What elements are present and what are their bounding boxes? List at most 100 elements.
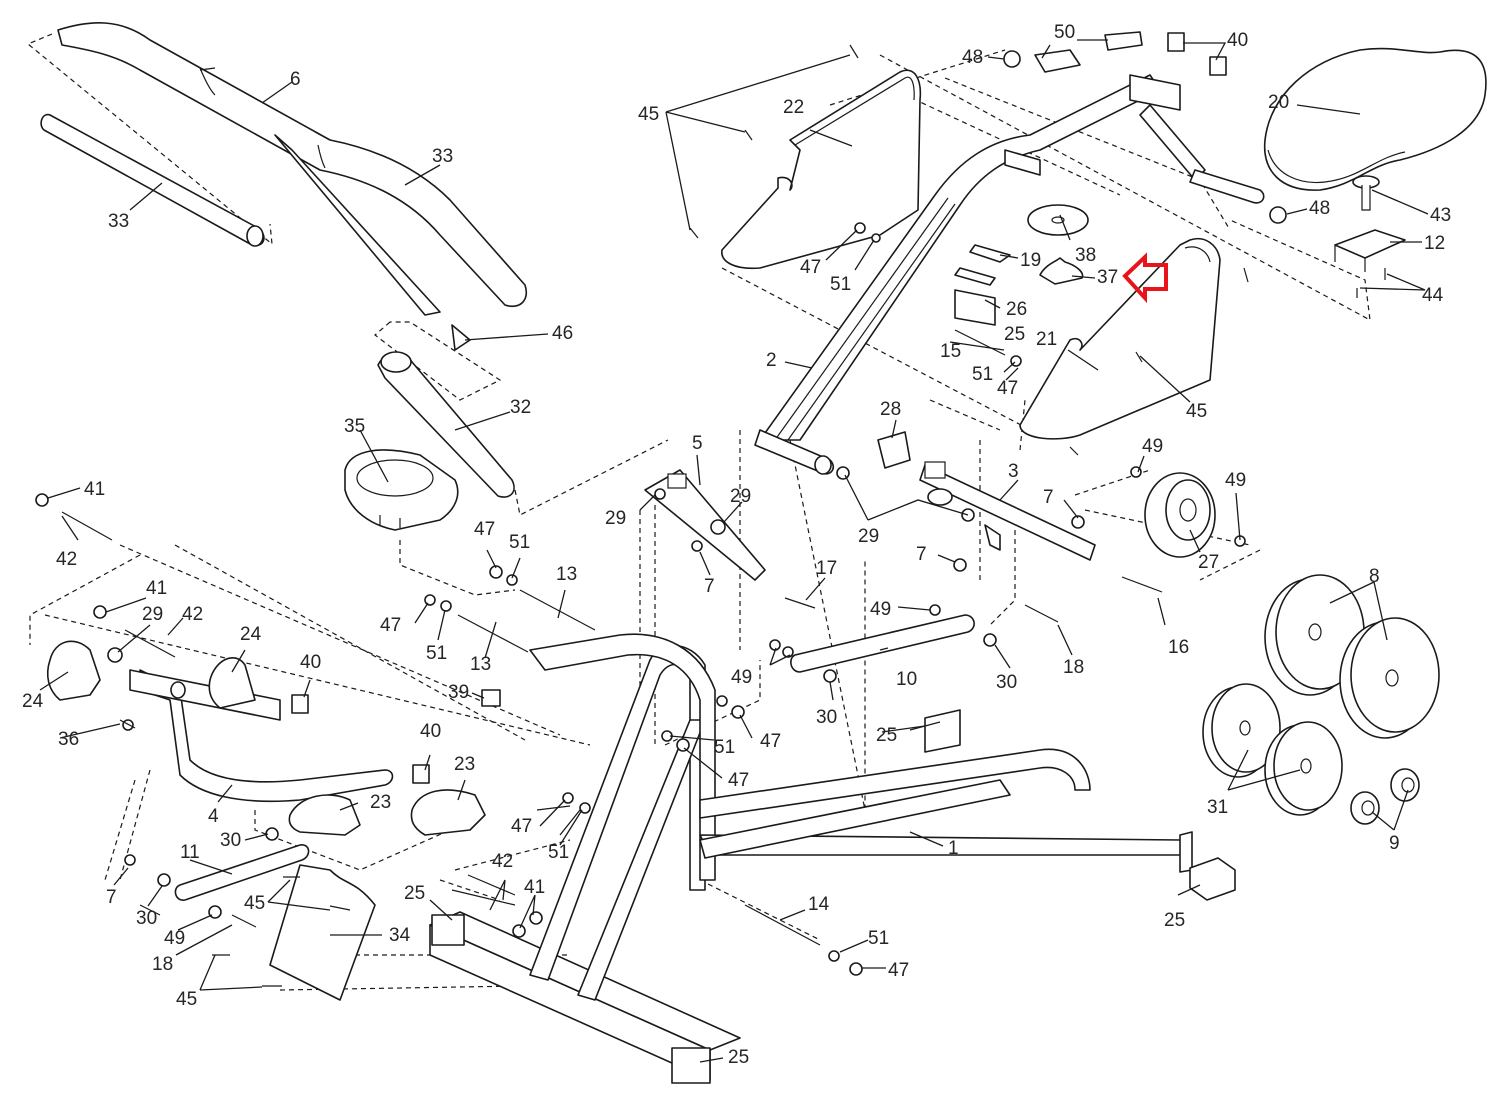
part-46-clip bbox=[451, 324, 471, 351]
part-34-plate bbox=[269, 864, 376, 1001]
part-label: 47 bbox=[760, 731, 781, 752]
part-label: 18 bbox=[1063, 657, 1084, 678]
part-label: 49 bbox=[1225, 470, 1246, 491]
part-10-link bbox=[790, 614, 975, 673]
part-label: 51 bbox=[868, 928, 889, 949]
part-label: 30 bbox=[220, 830, 241, 851]
part-label: 29 bbox=[730, 486, 751, 507]
part-handlebar bbox=[40, 22, 527, 316]
part-label: 8 bbox=[1369, 566, 1380, 587]
part-label: 42 bbox=[182, 604, 203, 625]
part-label: 21 bbox=[1036, 329, 1057, 350]
highlight-arrow-icon bbox=[1122, 252, 1168, 304]
part-label: 30 bbox=[816, 707, 837, 728]
part-21-shroud bbox=[1019, 238, 1221, 440]
part-23-pedals bbox=[288, 789, 486, 836]
part-labels: 6 33 33 46 32 35 45 22 47 51 50 48 40 20… bbox=[22, 22, 1451, 1068]
part-label: 23 bbox=[370, 792, 391, 813]
part-label: 33 bbox=[432, 146, 453, 167]
part-label: 46 bbox=[552, 323, 573, 344]
part-1-base-frame bbox=[429, 633, 1193, 1084]
part-label: 47 bbox=[474, 519, 495, 540]
part-label: 33 bbox=[108, 211, 129, 232]
part-label: 51 bbox=[830, 274, 851, 295]
part-label: 45 bbox=[176, 989, 197, 1010]
part-label: 51 bbox=[509, 532, 530, 553]
part-39-cap bbox=[481, 689, 501, 707]
part-label: 32 bbox=[510, 397, 531, 418]
part-label: 35 bbox=[344, 416, 365, 437]
part-label: 40 bbox=[420, 721, 441, 742]
part-label: 28 bbox=[880, 399, 901, 420]
part-27-flywheel bbox=[1144, 472, 1216, 558]
part-40-caps bbox=[291, 32, 1227, 784]
part-label: 9 bbox=[1389, 833, 1400, 854]
part-label: 49 bbox=[870, 599, 891, 620]
part-5-link bbox=[644, 469, 766, 581]
part-label: 40 bbox=[1227, 30, 1248, 51]
part-label: 38 bbox=[1075, 245, 1096, 266]
part-label: 47 bbox=[511, 816, 532, 837]
part-label: 29 bbox=[858, 526, 879, 547]
part-label: 2 bbox=[766, 350, 777, 371]
part-label: 44 bbox=[1422, 285, 1444, 306]
part-label: 15 bbox=[940, 341, 961, 362]
part-20-seat bbox=[1263, 47, 1487, 191]
part-50-pads bbox=[1034, 31, 1143, 73]
part-label: 26 bbox=[1006, 299, 1027, 320]
part-label: 47 bbox=[800, 257, 821, 278]
part-label: 45 bbox=[244, 893, 265, 914]
part-label: 49 bbox=[1142, 436, 1163, 457]
part-label: 43 bbox=[1430, 205, 1451, 226]
part-label: 22 bbox=[783, 97, 804, 118]
part-label: 42 bbox=[492, 851, 513, 872]
part-label: 41 bbox=[84, 479, 105, 500]
part-label: 25 bbox=[1004, 324, 1025, 345]
part-label: 47 bbox=[380, 615, 401, 636]
part-hardware bbox=[35, 44, 1386, 987]
part-label: 51 bbox=[972, 364, 993, 385]
part-label: 10 bbox=[896, 669, 917, 690]
part-label: 34 bbox=[389, 925, 411, 946]
part-label: 7 bbox=[106, 887, 117, 908]
part-label: 14 bbox=[808, 894, 830, 915]
part-2-main-frame bbox=[754, 74, 1265, 475]
part-12-bracket bbox=[1334, 229, 1406, 272]
part-label: 27 bbox=[1198, 552, 1219, 573]
part-4-crank-arm bbox=[129, 669, 394, 803]
part-43-bolt bbox=[1352, 175, 1380, 211]
part-label: 51 bbox=[548, 842, 569, 863]
part-label: 40 bbox=[300, 652, 321, 673]
part-label: 30 bbox=[996, 672, 1017, 693]
part-label: 7 bbox=[1043, 487, 1054, 508]
part-9-collars bbox=[1350, 768, 1420, 825]
part-25-end-caps bbox=[1189, 857, 1236, 901]
part-label: 4 bbox=[208, 806, 219, 827]
part-label: 48 bbox=[962, 47, 983, 68]
part-label: 47 bbox=[888, 960, 909, 981]
part-label: 19 bbox=[1020, 250, 1041, 271]
part-label: 7 bbox=[704, 576, 715, 597]
part-35-cover bbox=[344, 449, 459, 531]
part-label: 7 bbox=[916, 544, 927, 565]
part-22-shroud bbox=[721, 69, 922, 270]
part-label: 25 bbox=[728, 1047, 749, 1068]
part-label: 49 bbox=[731, 667, 752, 688]
part-label: 31 bbox=[1207, 797, 1228, 818]
part-label: 13 bbox=[556, 564, 577, 585]
part-label: 49 bbox=[164, 928, 185, 949]
part-label: 47 bbox=[997, 378, 1018, 399]
part-37-knob bbox=[1039, 257, 1084, 285]
part-label: 30 bbox=[136, 908, 157, 929]
part-label: 17 bbox=[816, 558, 837, 579]
part-label: 37 bbox=[1097, 267, 1118, 288]
part-19-26-brake bbox=[954, 244, 1011, 326]
part-label: 3 bbox=[1008, 461, 1019, 482]
part-label: 45 bbox=[1186, 401, 1207, 422]
part-31-weight-plates bbox=[1202, 683, 1343, 816]
part-label: 36 bbox=[58, 729, 79, 750]
part-label: 6 bbox=[290, 69, 301, 90]
part-label: 13 bbox=[470, 654, 491, 675]
part-label: 48 bbox=[1309, 198, 1330, 219]
